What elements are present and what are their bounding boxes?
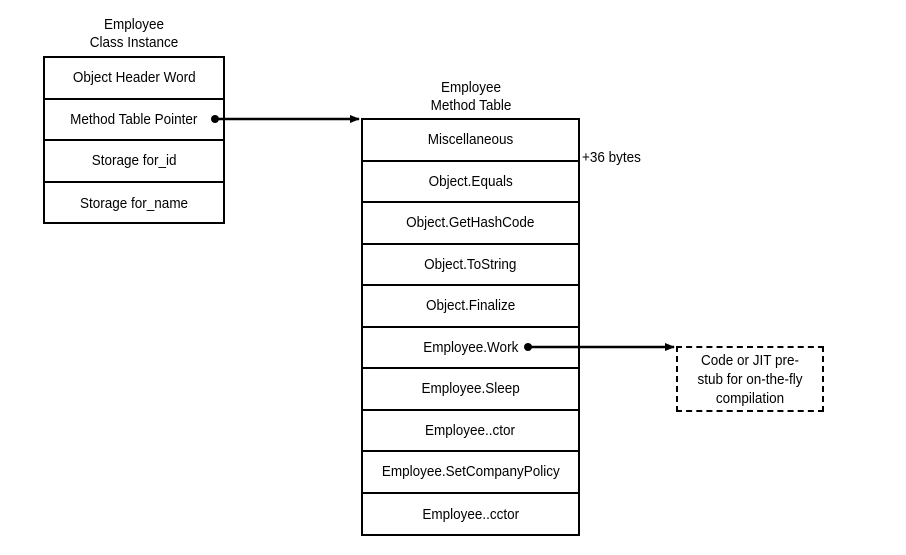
method-table-title: Employee Method Table — [390, 79, 552, 115]
method-row-object-equals: Object.Equals — [363, 162, 578, 203]
method-row-employee-setcompanypolicy: Employee.SetCompanyPolicy — [363, 452, 578, 494]
instance-title: Employee Class Instance — [53, 16, 215, 52]
method-row-label: Miscellaneous — [427, 131, 514, 149]
employee-work-arrow — [524, 343, 675, 351]
method-row-label: Employee.Work — [422, 338, 519, 356]
method-row-object-tostring: Object.ToString — [363, 245, 578, 286]
instance-title-line2: Class Instance — [89, 34, 179, 51]
method-row-label: Object.Equals — [428, 172, 513, 190]
method-row-object-gethashcode: Object.GetHashCode — [363, 203, 578, 245]
jit-stub-label: Code or JIT pre-stub for on-the-fly comp… — [697, 351, 803, 407]
method-row-label: Employee.Sleep — [421, 380, 520, 398]
method-table-box: Miscellaneous Object.Equals Object.GetHa… — [361, 118, 580, 536]
method-row-object-finalize: Object.Finalize — [363, 286, 578, 328]
method-row-miscellaneous: Miscellaneous — [363, 120, 578, 162]
method-row-employee-cctor: Employee..cctor — [363, 494, 578, 536]
method-table-title-line1: Employee — [440, 79, 502, 96]
method-row-employee-ctor: Employee..ctor — [363, 411, 578, 452]
offset-label: +36 bytes — [582, 149, 641, 166]
method-row-employee-work: Employee.Work — [363, 328, 578, 369]
method-row-label: Employee..ctor — [425, 421, 516, 439]
instance-row-storage-name: Storage for_name — [45, 183, 223, 225]
method-row-label: Employee.SetCompanyPolicy — [381, 463, 560, 481]
instance-row-label: Object Header Word — [72, 69, 196, 87]
instance-row-label: Method Table Pointer — [70, 110, 198, 128]
instance-row-label: Storage for_id — [91, 152, 177, 170]
method-row-employee-sleep: Employee.Sleep — [363, 369, 578, 411]
method-row-label: Object.Finalize — [425, 297, 516, 315]
instance-row-header-word: Object Header Word — [45, 58, 223, 100]
method-table-pointer-arrow — [211, 115, 360, 123]
instance-row-storage-id: Storage for_id — [45, 141, 223, 183]
class-instance-box: Object Header Word Method Table Pointer … — [43, 56, 225, 224]
method-row-label: Employee..cctor — [422, 505, 519, 523]
instance-row-label: Storage for_name — [79, 194, 189, 212]
method-row-label: Object.GetHashCode — [406, 214, 535, 232]
method-row-label: Object.ToString — [424, 255, 517, 273]
method-table-title-line2: Method Table — [430, 97, 512, 114]
instance-title-line1: Employee — [103, 16, 165, 33]
jit-stub-box: Code or JIT pre-stub for on-the-fly comp… — [676, 346, 824, 412]
instance-row-method-table-pointer: Method Table Pointer — [45, 100, 223, 141]
